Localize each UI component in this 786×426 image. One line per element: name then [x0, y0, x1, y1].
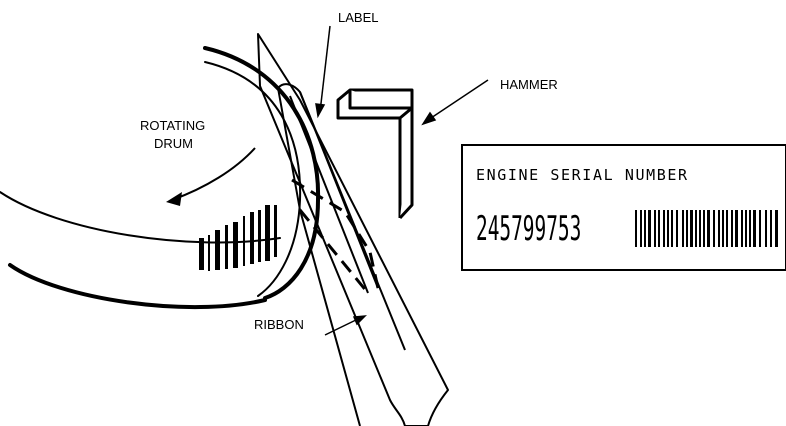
- sample-label: ENGINE SERIAL NUMBER 245799753: [461, 144, 786, 271]
- rotation-arrow: [166, 147, 256, 206]
- callout-lines: [315, 25, 489, 336]
- sample-label-title: ENGINE SERIAL NUMBER: [476, 166, 689, 184]
- hammer-callout: HAMMER: [500, 77, 558, 92]
- sample-label-border: [461, 144, 786, 271]
- sample-label-barcode: [635, 210, 778, 247]
- hammer: [336, 88, 414, 220]
- label-callout: LABEL: [338, 10, 378, 25]
- rotating-drum: [0, 46, 321, 310]
- drum-barcode: [199, 205, 277, 271]
- label-strip: [257, 33, 449, 426]
- sample-label-serial: 245799753: [476, 209, 581, 248]
- ribbon: [277, 83, 406, 426]
- ribbon-callout: RIBBON: [254, 317, 304, 332]
- rotating-callout: ROTATING: [140, 118, 205, 133]
- drum-callout: DRUM: [154, 136, 193, 151]
